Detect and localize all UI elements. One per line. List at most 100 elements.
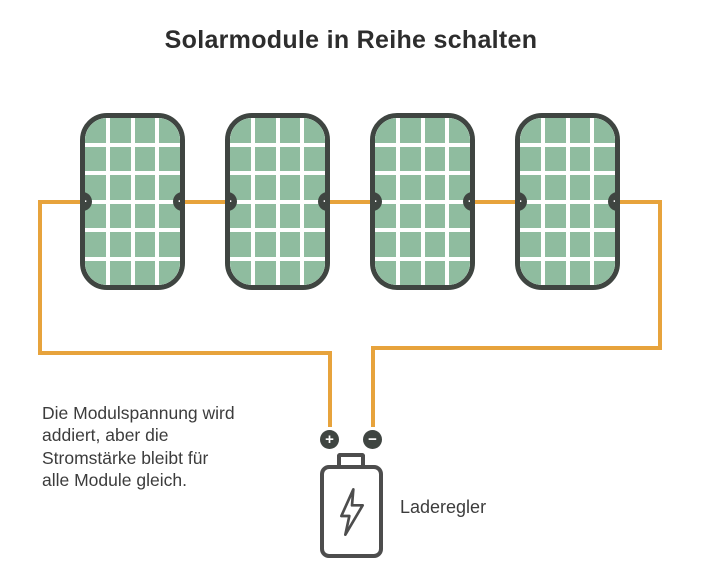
panel-cell xyxy=(85,118,106,143)
panel-cell xyxy=(449,175,470,200)
charge-controller-label: Laderegler xyxy=(400,497,487,517)
wire-segment xyxy=(328,351,332,427)
panel-cell xyxy=(520,118,541,143)
note-line: Die Modulspannung wird xyxy=(42,403,235,423)
panel-cell xyxy=(594,146,615,171)
panel-cell xyxy=(85,203,106,228)
panel-cell xyxy=(279,118,301,143)
wire-segment xyxy=(473,200,517,204)
panel-cell xyxy=(304,118,325,143)
solar-panel-2: + − xyxy=(225,113,330,290)
note-text: Die Modulspannung wird addiert, aber die… xyxy=(42,402,322,491)
plus-terminal-icon: + xyxy=(85,192,92,211)
panel-cell xyxy=(594,175,615,200)
minus-terminal-icon: − xyxy=(318,192,325,211)
panel-cell xyxy=(449,203,470,228)
panel-cell xyxy=(85,232,106,257)
panel-cell xyxy=(399,260,421,285)
panel-cell xyxy=(254,118,276,143)
solar-panel-1: + − xyxy=(80,113,185,290)
panel-cell xyxy=(449,232,470,257)
panel-grid xyxy=(230,118,325,285)
panel-cell xyxy=(449,118,470,143)
wire-segment xyxy=(38,200,82,204)
minus-terminal-icon: − xyxy=(173,192,180,211)
panel-cell xyxy=(399,175,421,200)
panel-cell xyxy=(544,118,566,143)
panel-cell xyxy=(449,260,470,285)
panel-cell xyxy=(85,146,106,171)
panel-cell xyxy=(424,260,446,285)
wire-segment xyxy=(371,346,662,350)
panel-cell xyxy=(520,232,541,257)
panel-cell xyxy=(424,175,446,200)
panel-cell xyxy=(375,146,396,171)
plus-terminal-icon: + xyxy=(520,192,527,211)
panel-cell xyxy=(279,260,301,285)
panel-cell xyxy=(594,118,615,143)
panel-cell xyxy=(594,260,615,285)
panel-cell xyxy=(254,232,276,257)
panel-cell xyxy=(109,175,131,200)
panel-cell xyxy=(304,260,325,285)
panel-grid xyxy=(85,118,180,285)
panel-cell xyxy=(109,260,131,285)
wire-segment xyxy=(658,200,662,350)
panel-cell xyxy=(159,118,180,143)
panel-cell xyxy=(304,232,325,257)
panel-cell xyxy=(399,146,421,171)
controller-plus-terminal-icon: + xyxy=(320,430,339,449)
panel-cell xyxy=(230,146,251,171)
panel-cell xyxy=(375,203,396,228)
wire-segment xyxy=(38,351,332,355)
panel-cell xyxy=(279,146,301,171)
panel-cell xyxy=(279,175,301,200)
panel-cell xyxy=(134,175,156,200)
panel-cell xyxy=(230,175,251,200)
solar-panel-4: + − xyxy=(515,113,620,290)
wire-segment xyxy=(618,200,662,204)
panel-cell xyxy=(520,260,541,285)
panel-cell xyxy=(304,146,325,171)
panel-cell xyxy=(85,260,106,285)
note-line: alle Module gleich. xyxy=(42,469,187,490)
wire-segment xyxy=(183,200,227,204)
panel-cell xyxy=(569,146,591,171)
panel-cell xyxy=(544,175,566,200)
panel-cell xyxy=(230,260,251,285)
panel-cell xyxy=(424,232,446,257)
panel-cell xyxy=(159,146,180,171)
panel-cell xyxy=(279,232,301,257)
controller-minus-terminal-icon: − xyxy=(363,430,382,449)
panel-cell xyxy=(254,146,276,171)
minus-terminal-icon: − xyxy=(608,192,615,211)
panel-cell xyxy=(399,118,421,143)
plus-terminal-icon: + xyxy=(375,192,382,211)
panel-cell xyxy=(109,118,131,143)
panel-cell xyxy=(109,203,131,228)
charge-controller-icon xyxy=(320,465,383,558)
panel-cell xyxy=(134,146,156,171)
panel-cell xyxy=(134,118,156,143)
panel-cell xyxy=(569,118,591,143)
panel-cell xyxy=(109,146,131,171)
panel-cell xyxy=(594,232,615,257)
panel-cell xyxy=(109,232,131,257)
panel-cell xyxy=(544,232,566,257)
wire-segment xyxy=(328,200,372,204)
panel-cell xyxy=(569,175,591,200)
panel-cell xyxy=(375,118,396,143)
panel-cell xyxy=(544,260,566,285)
panel-cell xyxy=(159,203,180,228)
page-title: Solarmodule in Reihe schalten xyxy=(164,26,538,54)
panel-cell xyxy=(424,203,446,228)
panel-cell xyxy=(159,175,180,200)
panel-cell xyxy=(159,260,180,285)
panel-cell xyxy=(375,232,396,257)
panel-grid xyxy=(520,118,615,285)
panel-cell xyxy=(375,175,396,200)
panel-cell xyxy=(520,146,541,171)
plus-terminal-icon: + xyxy=(230,192,237,211)
panel-cell xyxy=(134,203,156,228)
